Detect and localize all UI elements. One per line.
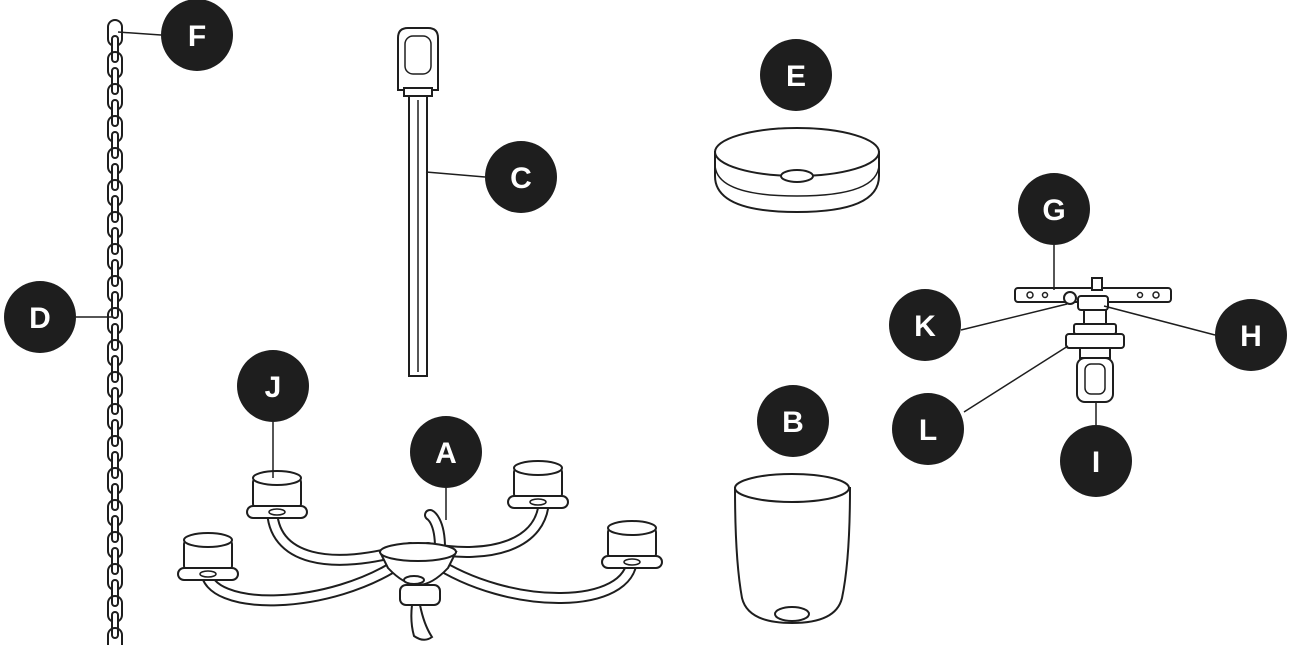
leader-lines xyxy=(76,31,1216,520)
svg-text:A: A xyxy=(435,437,457,470)
callout-h: H xyxy=(1215,299,1287,371)
chandelier-frame-part-a xyxy=(177,460,663,641)
washer-part-l xyxy=(1065,333,1125,349)
svg-text:I: I xyxy=(1092,446,1100,479)
callout-g: G xyxy=(1018,173,1090,245)
svg-text:L: L xyxy=(919,414,937,447)
screw-part-k xyxy=(1063,291,1077,305)
callout-i: I xyxy=(1060,425,1132,497)
callout-j: J xyxy=(237,350,309,422)
svg-text:G: G xyxy=(1042,194,1065,227)
svg-text:J: J xyxy=(265,371,282,404)
svg-text:B: B xyxy=(782,406,804,439)
callout-e: E xyxy=(760,39,832,111)
canopy-part-e xyxy=(714,127,880,214)
callout-a: A xyxy=(410,416,482,488)
svg-text:E: E xyxy=(786,60,806,93)
callout-f: F xyxy=(161,0,233,71)
callout-k: K xyxy=(889,289,961,361)
callout-c: C xyxy=(485,141,557,213)
svg-text:H: H xyxy=(1240,320,1262,353)
chain-part-d xyxy=(107,19,123,645)
svg-text:F: F xyxy=(188,20,206,53)
nut-part-h xyxy=(1077,295,1109,311)
shade-part-b xyxy=(733,473,852,625)
svg-text:K: K xyxy=(914,310,936,343)
mounting-hardware-group xyxy=(1014,277,1172,403)
callout-d: D xyxy=(4,281,76,353)
callout-l: L xyxy=(892,393,964,465)
callout-b: B xyxy=(757,385,829,457)
down-rod-part-c xyxy=(397,27,439,377)
svg-text:C: C xyxy=(510,162,532,195)
svg-text:D: D xyxy=(29,302,51,335)
